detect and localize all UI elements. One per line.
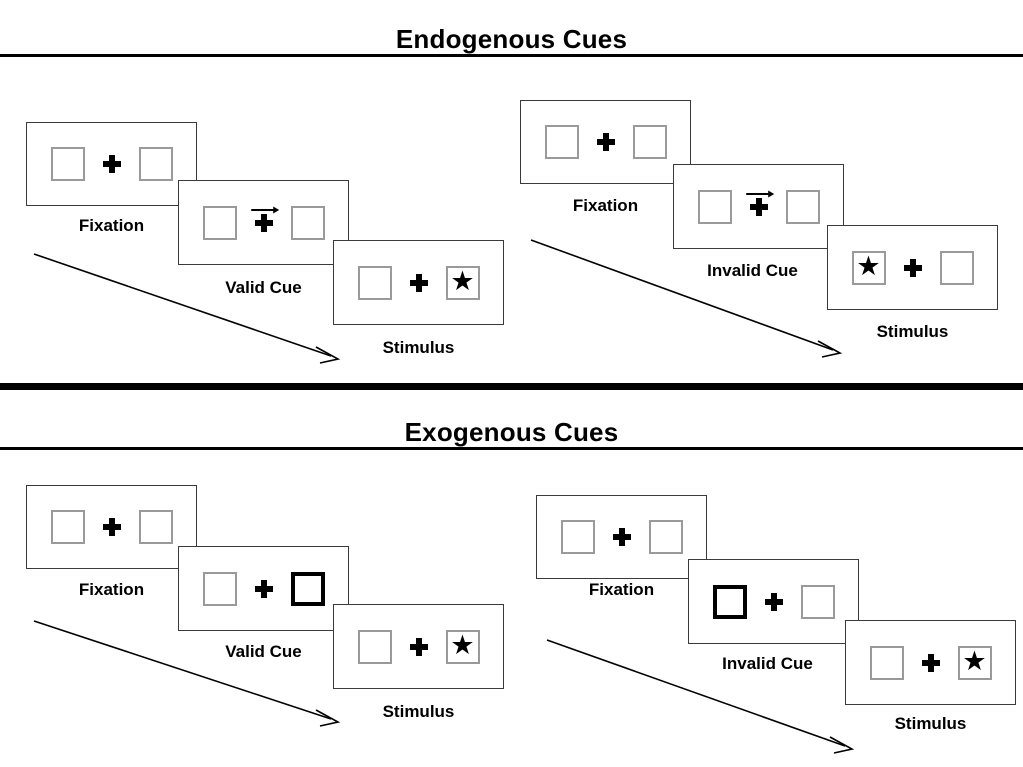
panel-endogenous-valid-fixation (26, 122, 197, 206)
fixation-cross-icon (253, 572, 275, 606)
fixation-cross-icon (408, 266, 430, 300)
panel-exogenous-invalid-cue (688, 559, 859, 644)
panel-exogenous-valid-fixation (26, 485, 197, 569)
section-divider (0, 383, 1023, 390)
placeholder-box-right (138, 510, 173, 544)
fixation-cross-icon (250, 206, 279, 240)
caption-endogenous-invalid-cue: Invalid Cue (707, 261, 798, 280)
section-title-endogenous: Endogenous Cues (0, 25, 1023, 58)
placeholder-box-left (869, 645, 904, 680)
fixation-cross-icon (408, 630, 430, 664)
arrow-cue-right-icon (745, 190, 774, 197)
caption-exogenous-valid-cue: Valid Cue (225, 642, 302, 661)
caption-exogenous-valid-stimulus: Stimulus (382, 702, 455, 721)
fixation-cross-icon (101, 147, 123, 181)
placeholder-box-left (560, 520, 595, 554)
placeholder-box-right (785, 189, 820, 224)
star-target-icon: ★ (450, 630, 475, 660)
target-box-right: ★ (445, 629, 480, 664)
panel-endogenous-valid-stimulus: ★ (333, 240, 504, 325)
placeholder-box-right (138, 147, 173, 181)
panel-endogenous-invalid-fixation (520, 100, 691, 184)
placeholder-box-right (939, 250, 974, 285)
caption-exogenous-invalid-fixation: Fixation (588, 580, 655, 599)
fixation-cross-icon (920, 646, 942, 680)
placeholder-box-right (290, 205, 325, 240)
arrow-cue-right-icon (250, 206, 279, 213)
panel-endogenous-invalid-cue (673, 164, 844, 249)
panel-exogenous-valid-cue (178, 546, 349, 631)
placeholder-box-left (357, 629, 392, 664)
placeholder-box-left (50, 147, 85, 181)
panel-endogenous-invalid-stimulus: ★ (827, 225, 998, 310)
star-target-icon: ★ (856, 251, 881, 281)
panel-endogenous-valid-cue (178, 180, 349, 265)
caption-endogenous-valid-fixation: Fixation (78, 216, 145, 235)
panel-exogenous-invalid-stimulus: ★ (845, 620, 1016, 705)
panel-exogenous-invalid-fixation (536, 495, 707, 579)
caption-endogenous-valid-cue: Valid Cue (225, 278, 302, 297)
placeholder-box-right (632, 125, 667, 159)
caption-exogenous-invalid-stimulus: Stimulus (894, 714, 967, 733)
caption-endogenous-invalid-fixation: Fixation (572, 196, 639, 215)
caption-exogenous-invalid-cue: Invalid Cue (722, 654, 813, 673)
placeholder-box-right (648, 520, 683, 554)
fixation-cross-icon (595, 125, 617, 159)
caption-endogenous-invalid-stimulus: Stimulus (876, 322, 949, 341)
section-title-exogenous: Exogenous Cues (0, 418, 1023, 451)
placeholder-box-left (50, 510, 85, 544)
fixation-cross-icon (101, 510, 123, 544)
fixation-cross-icon (902, 251, 924, 285)
target-box-left: ★ (851, 250, 886, 285)
panel-exogenous-valid-stimulus: ★ (333, 604, 504, 689)
target-box-right: ★ (445, 265, 480, 300)
cued-box-left (712, 584, 747, 619)
placeholder-box-left (357, 265, 392, 300)
target-box-right: ★ (957, 645, 992, 680)
caption-exogenous-valid-fixation: Fixation (78, 580, 145, 599)
placeholder-box-left (202, 571, 237, 606)
fixation-cross-icon (611, 520, 633, 554)
caption-endogenous-valid-stimulus: Stimulus (382, 338, 455, 357)
star-target-icon: ★ (962, 646, 987, 676)
placeholder-box-left (544, 125, 579, 159)
placeholder-box-left (697, 189, 732, 224)
cued-box-right (290, 571, 325, 606)
fixation-cross-icon (763, 585, 785, 619)
star-target-icon: ★ (450, 266, 475, 296)
fixation-cross-icon (745, 190, 774, 224)
placeholder-box-left (202, 205, 237, 240)
placeholder-box-right (800, 584, 835, 619)
